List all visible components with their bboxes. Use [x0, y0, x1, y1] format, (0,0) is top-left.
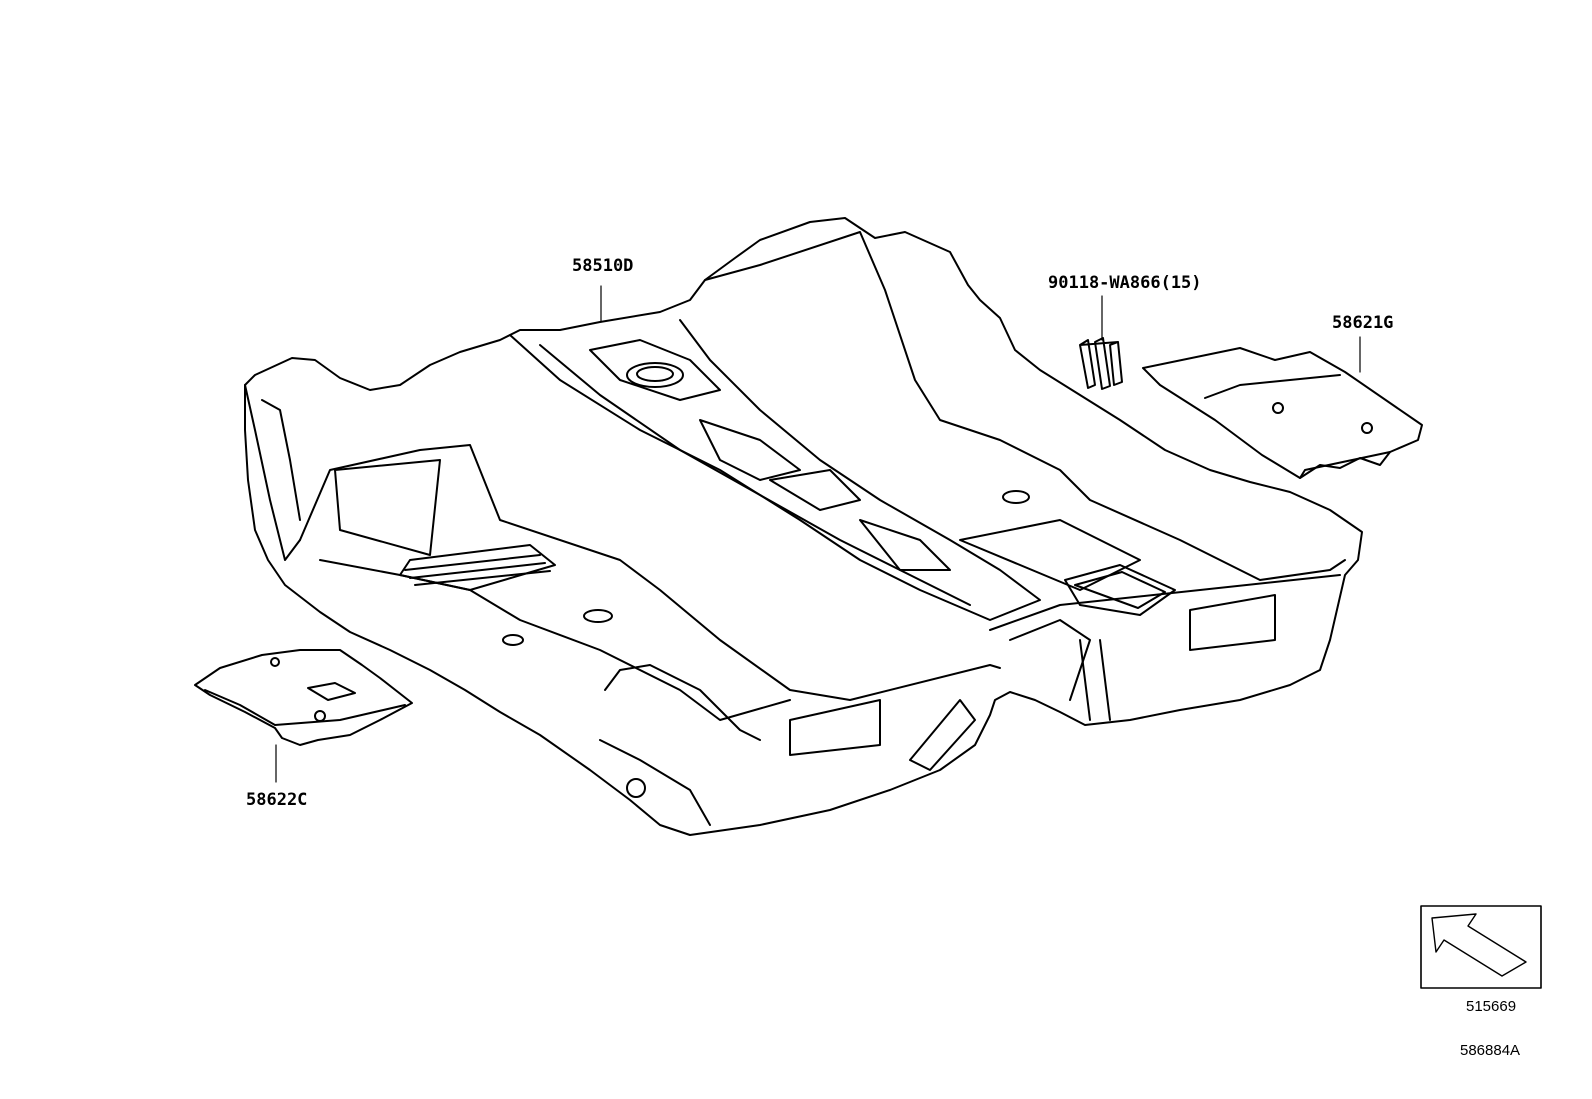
- left-floor-pan: [299, 444, 1001, 701]
- rear-pad-right: [1142, 347, 1423, 479]
- front-pad-left: [194, 649, 413, 746]
- drawing-id: 586884A: [1460, 1042, 1521, 1059]
- part-label-58621G: 58621G: [1332, 313, 1394, 333]
- floor-carpet-outline: [244, 217, 1363, 836]
- direction-arrow-icon: [1431, 913, 1527, 977]
- part-label-58510D: 58510D: [572, 256, 634, 276]
- part-label-58622C: 58622C: [246, 790, 308, 810]
- view-reference-code: 515669: [1466, 998, 1517, 1015]
- part-label-90118-WA866: 90118-WA866(15): [1048, 273, 1202, 293]
- right-floor-pan: [704, 231, 1346, 581]
- retaining-clip: [1079, 337, 1123, 390]
